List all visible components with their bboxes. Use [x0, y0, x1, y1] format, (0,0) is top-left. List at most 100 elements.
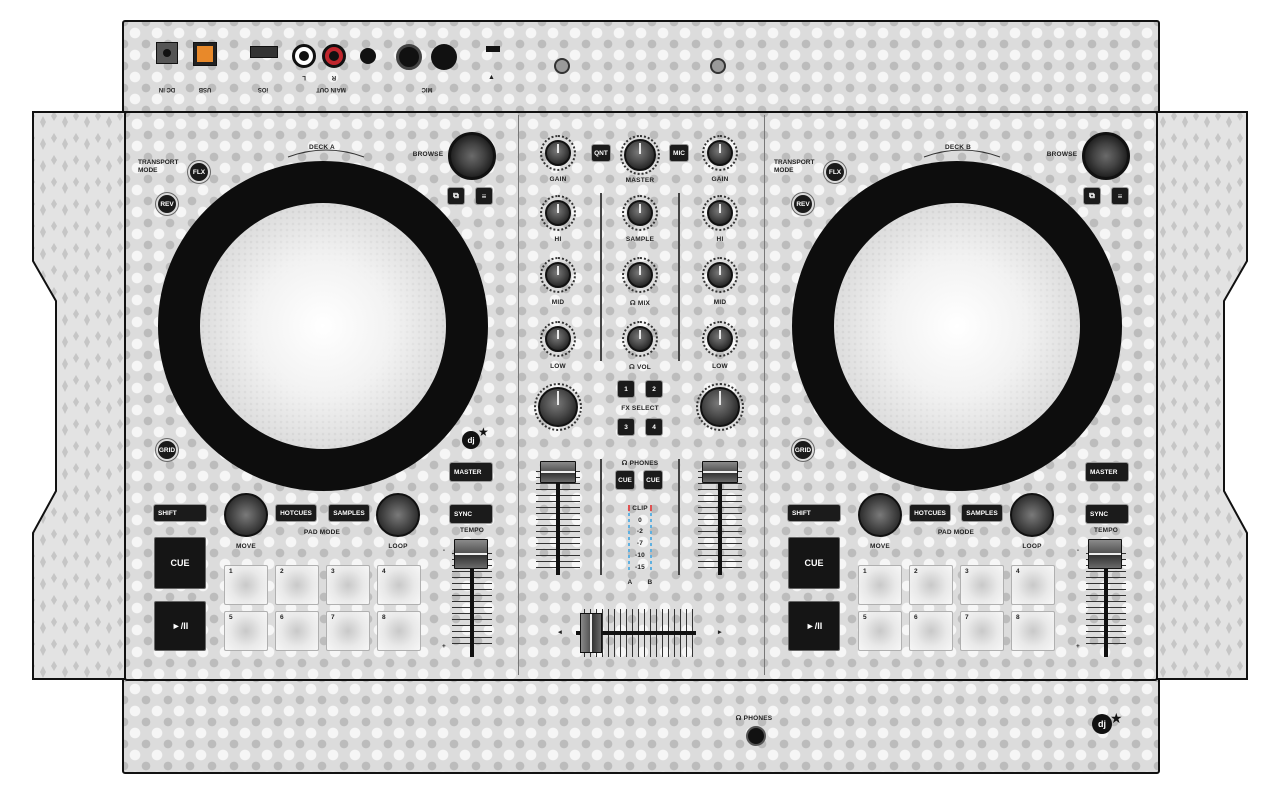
deck-a-pad-2[interactable]: 2 — [275, 565, 319, 605]
fx-select-label: FX SELECT — [621, 405, 659, 412]
deck-b-jog-platter[interactable] — [834, 203, 1080, 449]
filter-a-knob[interactable] — [538, 387, 578, 427]
low-a-knob[interactable] — [545, 326, 571, 352]
deck-b-pad-4[interactable]: 4 — [1011, 565, 1055, 605]
deck-b-pad-1[interactable]: 1 — [858, 565, 902, 605]
deck-b-sync-button[interactable]: SYNC — [1086, 505, 1128, 523]
channel-b-track — [718, 461, 722, 575]
filter-b-knob[interactable] — [700, 387, 740, 427]
cue-a-button[interactable]: CUE — [616, 471, 634, 489]
deck-a-pad-3[interactable]: 3 — [326, 565, 370, 605]
deck-b-pad-3[interactable]: 3 — [960, 565, 1004, 605]
deck-b-load-button[interactable]: ⧉ — [1084, 188, 1100, 204]
deck-a-master-button[interactable]: MASTER — [450, 463, 492, 481]
deck-a-play-button[interactable]: ►/II — [154, 601, 206, 651]
cue-b-button[interactable]: CUE — [644, 471, 662, 489]
xfader-cap[interactable] — [580, 613, 602, 653]
deck-b-pad-6[interactable]: 6 — [909, 611, 953, 651]
gain-a-label: GAIN — [549, 176, 567, 183]
deck-b-move-label: MOVE — [870, 543, 890, 550]
deck-b-cue-button[interactable]: CUE — [788, 537, 840, 589]
mid-a-ring — [540, 257, 576, 293]
deck-a-pad-6[interactable]: 6 — [275, 611, 319, 651]
deck-b-rev-button[interactable]: REV — [794, 195, 812, 213]
deck-a-jog-platter[interactable] — [200, 203, 446, 449]
master-knob[interactable] — [624, 139, 656, 171]
deck-a-load-button[interactable]: ⧉ — [448, 188, 464, 204]
deck-a-list-button[interactable]: ≡ — [476, 188, 492, 204]
deck-b-pad-2[interactable]: 2 — [909, 565, 953, 605]
deck-b-pad-8[interactable]: 8 — [1011, 611, 1055, 651]
low-b-label: LOW — [712, 363, 728, 370]
lock-icon: ▲ — [488, 74, 495, 81]
deck-b-grid-button[interactable]: GRID — [794, 441, 812, 459]
hi-b-knob[interactable] — [707, 200, 733, 226]
gain-a-ring — [540, 135, 576, 171]
deck-b-hotcues-button[interactable]: HOTCUES — [910, 505, 950, 521]
deck-a-grid-button[interactable]: GRID — [158, 441, 176, 459]
deck-a-browse-knob[interactable] — [448, 132, 496, 180]
xfader-track — [576, 631, 696, 635]
side-wing-left — [32, 111, 127, 680]
fx-button-3[interactable]: 3 — [618, 419, 634, 435]
fx-button-2[interactable]: 2 — [646, 381, 662, 397]
channel-b-fader[interactable] — [702, 461, 738, 483]
deck-a-cue-button[interactable]: CUE — [154, 537, 206, 589]
deck-a-tempo-fader[interactable] — [454, 539, 488, 569]
mid-b-label: MID — [713, 299, 727, 306]
hi-a-knob[interactable] — [545, 200, 571, 226]
deck-b-transport-mode-label: TRANSPORT MODE — [774, 159, 815, 174]
ios-label: iOS — [257, 86, 269, 92]
filter-a-ring — [534, 383, 582, 431]
side-wing-right — [1153, 111, 1248, 680]
deck-a-samples-button[interactable]: SAMPLES — [329, 505, 369, 521]
mix-label: ☊ MIX — [629, 300, 651, 307]
deck-a-shift-button[interactable]: SHIFT — [154, 505, 206, 521]
deck-b-pad-7[interactable]: 7 — [960, 611, 1004, 651]
sample-knob[interactable] — [627, 200, 653, 226]
deck-b-flx-button[interactable]: FLX — [826, 163, 844, 181]
deck-b-shift-button[interactable]: SHIFT — [788, 505, 840, 521]
meter-label-clip: CLIP — [632, 505, 648, 512]
deck-b-loop-knob[interactable] — [1010, 493, 1054, 537]
deck-b-samples-button[interactable]: SAMPLES — [962, 505, 1002, 521]
lock-slot — [486, 46, 500, 52]
deck-a-tempo-plus: + — [442, 643, 446, 650]
deck-a-flx-button[interactable]: FLX — [190, 163, 208, 181]
deck-b-tempo-fader[interactable] — [1088, 539, 1122, 569]
deck-b-play-button[interactable]: ►/II — [788, 601, 840, 651]
mid-b-knob[interactable] — [707, 262, 733, 288]
mid-a-knob[interactable] — [545, 262, 571, 288]
deck-a-pad-8[interactable]: 8 — [377, 611, 421, 651]
deck-a-hotcues-button[interactable]: HOTCUES — [276, 505, 316, 521]
deck-a-pad-1[interactable]: 1 — [224, 565, 268, 605]
fx-button-1[interactable]: 1 — [618, 381, 634, 397]
load-icon: ⧉ — [453, 191, 459, 200]
mic-button[interactable]: MIC — [670, 145, 688, 161]
channel-a-fader[interactable] — [540, 461, 576, 483]
deck-a-pad-7[interactable]: 7 — [326, 611, 370, 651]
fx-button-4[interactable]: 4 — [646, 419, 662, 435]
gain-a-knob[interactable] — [545, 140, 571, 166]
qnt-button[interactable]: QNT — [592, 145, 610, 161]
deck-a-rev-button[interactable]: REV — [158, 195, 176, 213]
deck-b-master-button[interactable]: MASTER — [1086, 463, 1128, 481]
hi-b-ring — [702, 195, 738, 231]
deck-b-browse-knob[interactable] — [1082, 132, 1130, 180]
usb-label: USB — [198, 86, 212, 92]
deck-a-loop-knob[interactable] — [376, 493, 420, 537]
mix-knob[interactable] — [627, 262, 653, 288]
deck-b-pad-5[interactable]: 5 — [858, 611, 902, 651]
deck-a-sync-button[interactable]: SYNC — [450, 505, 492, 523]
vol-label: ☊ VOL — [629, 364, 651, 371]
low-b-knob[interactable] — [707, 326, 733, 352]
low-a-ring — [540, 321, 576, 357]
deck-a-move-knob[interactable] — [224, 493, 268, 537]
vol-knob[interactable] — [627, 326, 653, 352]
deck-b-list-button[interactable]: ≡ — [1112, 188, 1128, 204]
gain-b-knob[interactable] — [707, 140, 733, 166]
deck-b-tempo-track — [1104, 543, 1108, 657]
deck-a-pad-5[interactable]: 5 — [224, 611, 268, 651]
deck-a-pad-4[interactable]: 4 — [377, 565, 421, 605]
deck-b-move-knob[interactable] — [858, 493, 902, 537]
